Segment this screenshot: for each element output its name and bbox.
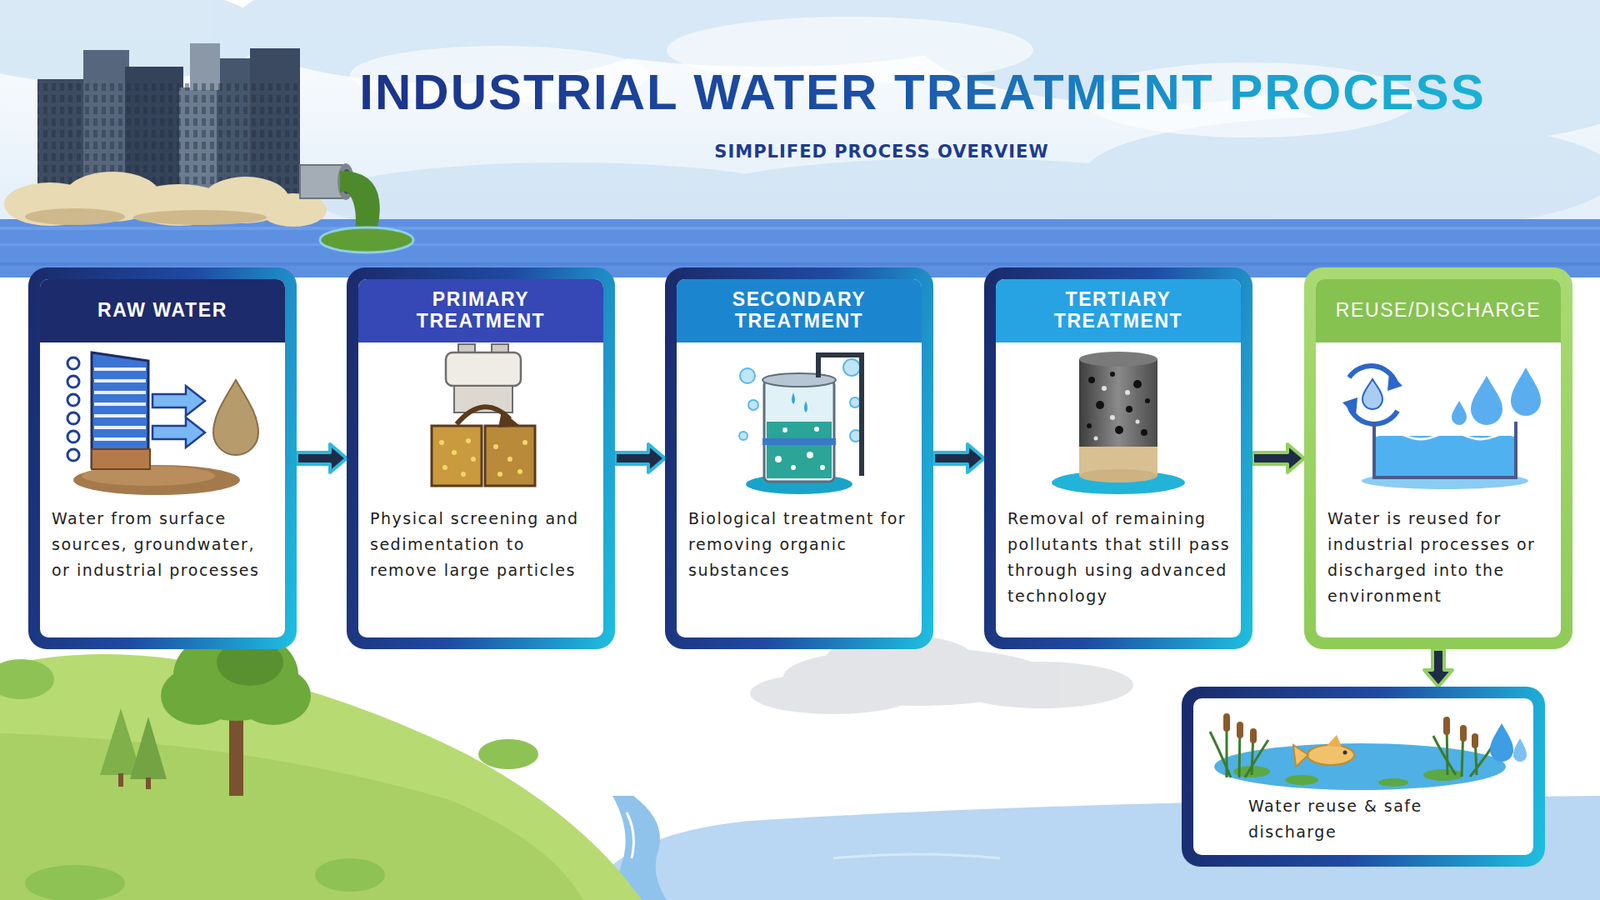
box-panel: TERTIARY TREATMENT Removal of remaining … bbox=[995, 279, 1241, 638]
process-box: PRIMARY TREATMENT Physical screening and… bbox=[346, 267, 615, 650]
flow-arrow bbox=[615, 444, 665, 473]
box-description: Physical screening and sedimentation to … bbox=[358, 500, 604, 597]
process-box: RAW WATER Water from surface sources, gr… bbox=[28, 267, 297, 650]
biological-tank-icon bbox=[676, 342, 922, 501]
box-description: Water reuse & safe discharge bbox=[1193, 791, 1467, 855]
flow-arrow bbox=[1252, 444, 1305, 473]
box-heading: SECONDARY TREATMENT bbox=[676, 279, 922, 343]
box-panel: PRIMARY TREATMENT Physical screening and… bbox=[358, 279, 604, 638]
outcome-box: Water reuse & safe discharge bbox=[1181, 686, 1545, 867]
process-box: REUSE/DISCHARGE Water is reused for indu… bbox=[1304, 267, 1573, 650]
box-panel: RAW WATER Water from surface sources, gr… bbox=[40, 279, 285, 638]
process-box: SECONDARY TREATMENT Biological treatment… bbox=[665, 267, 934, 650]
subtitle-label: SIMPLIFED PROCESS OVERVIEW bbox=[583, 141, 1180, 163]
box-panel: Water reuse & safe discharge bbox=[1193, 698, 1534, 855]
box-description: Water from surface sources, groundwater,… bbox=[40, 500, 285, 597]
box-description: Water is reused for industrial processes… bbox=[1315, 500, 1561, 623]
arrow-shape bbox=[933, 444, 985, 473]
box-heading: TERTIARY TREATMENT bbox=[995, 279, 1241, 343]
box-heading: PRIMARY TREATMENT bbox=[358, 279, 604, 343]
reuse-basin-icon bbox=[1315, 342, 1561, 501]
box-panel: SECONDARY TREATMENT Biological treatment… bbox=[676, 279, 922, 638]
diagram-title: INDUSTRIAL WATER TREATMENT PROCESS bbox=[297, 65, 1548, 120]
box-heading: RAW WATER bbox=[40, 279, 285, 343]
raw-water-icon bbox=[40, 342, 285, 501]
arrow-shape bbox=[296, 444, 347, 473]
flow-arrow bbox=[933, 444, 985, 473]
screening-icon bbox=[358, 342, 604, 501]
process-box: TERTIARY TREATMENT Removal of remaining … bbox=[984, 267, 1253, 650]
arrow-shape bbox=[1252, 444, 1305, 473]
arrow-shape bbox=[615, 444, 665, 473]
flow-arrow bbox=[296, 444, 347, 473]
pond-icon bbox=[1193, 698, 1534, 792]
box-description: Removal of remaining pollutants that sti… bbox=[995, 500, 1241, 623]
sky bbox=[0, 0, 1600, 242]
arrow-shape bbox=[1424, 649, 1453, 687]
box-panel: REUSE/DISCHARGE Water is reused for indu… bbox=[1315, 279, 1561, 638]
outfall-pipe bbox=[300, 163, 414, 253]
box-description: Biological treatment for removing organi… bbox=[676, 500, 922, 597]
hill bbox=[0, 629, 642, 900]
flow-arrow bbox=[1424, 649, 1453, 687]
filter-column-icon bbox=[995, 342, 1241, 501]
city bbox=[4, 43, 327, 227]
box-heading: REUSE/DISCHARGE bbox=[1315, 279, 1561, 343]
